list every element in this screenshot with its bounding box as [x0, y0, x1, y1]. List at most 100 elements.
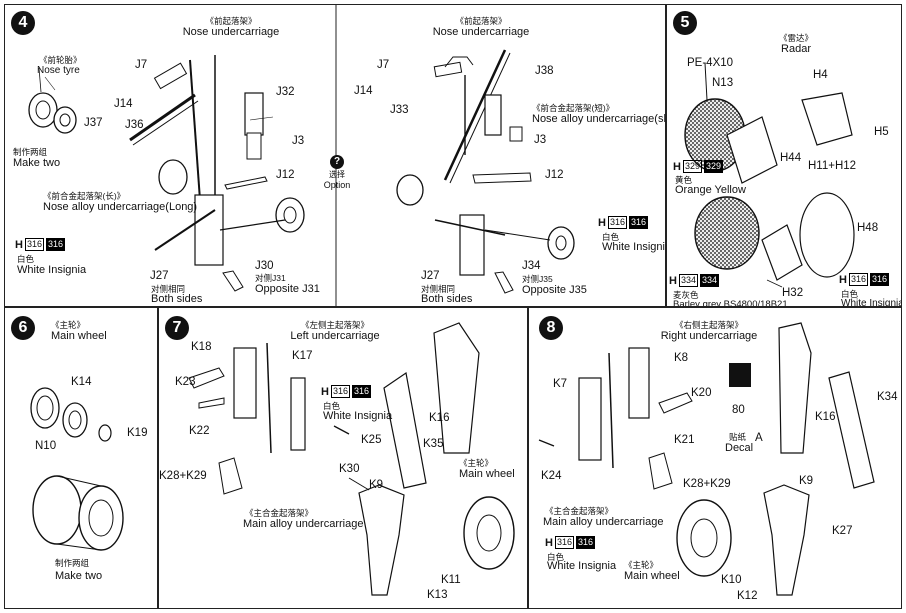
part-j27: J27: [150, 270, 169, 282]
part-j27-mid: J27: [421, 270, 440, 282]
part-j12-mid: J12: [545, 169, 564, 181]
part-k9-left: K9: [369, 479, 384, 491]
mid-title-en: Nose undercarriage: [432, 26, 530, 38]
alloy-long-en: Nose alloy undercarriage(Long): [43, 201, 198, 213]
paint-white-en-mid: White Insignia: [602, 241, 666, 253]
opposite-j35-en: Opposite J35: [522, 284, 587, 296]
step-6-badge: 6: [11, 316, 35, 340]
step-8-title-cn: 《右侧主起落架》: [674, 320, 744, 330]
part-n13: N13: [712, 77, 734, 89]
step-7-main-wheel-cn: 《主轮》: [459, 458, 494, 468]
part-k28-k29-right: K28+K29: [683, 478, 731, 490]
step-6-make-two-cn: 制作两组: [55, 558, 90, 568]
part-k9-right: K9: [799, 475, 814, 487]
alloy-long-cn: 《前合金起落架(长)》: [43, 191, 126, 201]
part-j36: J36: [125, 119, 144, 131]
paint-white-cn-step8: 白色: [547, 552, 565, 562]
step-7-title-en: Left undercarriage: [290, 330, 380, 342]
option-label-en: Option: [323, 180, 351, 190]
part-j3-mid: J3: [534, 134, 547, 146]
part-k22: K22: [189, 425, 210, 437]
part-k14: K14: [71, 376, 92, 388]
part-k16-left: K16: [429, 412, 450, 424]
nose-tyre-label-cn: 《前轮胎》: [39, 55, 82, 65]
alloy-short-cn: 《前合金起落架(短)》: [532, 103, 615, 113]
opposite-j31-en: Opposite J31: [255, 283, 320, 295]
paint-white-cn-step7: 白色: [323, 401, 341, 411]
panel-step-5: 5 《雷达》 Radar PE-4X10 N13 H4 H5 H44 H11+H…: [666, 4, 902, 307]
part-k35: K35: [423, 438, 444, 450]
step-4-badge: 4: [11, 11, 35, 35]
step-7-title-cn: 《左侧主起落架》: [300, 320, 370, 330]
alloy-short-en: Nose alloy undercarriage(short): [532, 113, 665, 125]
opposite-j35-cn: 对侧J35: [522, 274, 553, 284]
paint-white-cn-mid: 白色: [602, 232, 620, 242]
part-j37: J37: [84, 117, 103, 129]
question-icon: ?: [330, 155, 344, 169]
panel-step-7: 7 《左侧主起落架》 Left undercarriage K18 K17 K2…: [158, 307, 528, 609]
paint-white-en-step4: White Insignia: [17, 264, 87, 276]
part-k21: K21: [674, 434, 695, 446]
paint-white-en-step5: White Insignia: [841, 298, 902, 307]
panel-step-4: 4 《前起落架》 Nose undercarriage 《前轮胎》 Nose t…: [4, 4, 666, 307]
step-5-title-cn: 《雷达》: [778, 33, 814, 43]
step-7-alloy-en: Main alloy undercarriage: [243, 518, 364, 530]
step-6-title-cn: 《主轮》: [51, 320, 86, 330]
part-k7: K7: [553, 378, 568, 390]
part-k10: K10: [721, 574, 742, 586]
step-7-alloy-cn: 《主合金起落架》: [245, 508, 314, 518]
paint-yellow-en: Orange Yellow: [675, 184, 746, 196]
step-7-badge: 7: [165, 316, 189, 340]
both-sides-en: Both sides: [151, 293, 203, 305]
part-j32: J32: [276, 86, 295, 98]
part-h48: H48: [857, 222, 879, 234]
part-h5: H5: [874, 126, 889, 138]
part-k19: K19: [127, 427, 148, 439]
paint-white-cn-step5: 白色: [841, 289, 859, 299]
part-h32: H32: [782, 287, 804, 299]
part-k18: K18: [191, 341, 212, 353]
part-k25: K25: [361, 434, 382, 446]
part-j38: J38: [535, 65, 554, 77]
part-h11-h12: H11+H12: [808, 160, 857, 172]
panel-step-6: 6 《主轮》 Main wheel K14 K19 N10 制作两组 Make …: [4, 307, 158, 609]
option-marker: ? 选择 Option: [317, 155, 357, 191]
part-k28-k29-left: K28+K29: [159, 470, 207, 482]
part-k30: K30: [339, 463, 360, 475]
decal-label-en: Decal: [725, 442, 754, 454]
step-6-make-two-en: Make two: [55, 570, 103, 582]
decal-sheet-letter: A: [755, 432, 763, 444]
part-k13: K13: [427, 589, 448, 601]
decal-label-cn: 贴纸: [729, 432, 747, 442]
main-wheel-illustration: [30, 387, 124, 551]
part-j33: J33: [390, 104, 409, 116]
part-k23: K23: [175, 376, 196, 388]
mid-title-cn: 《前起落架》: [455, 16, 507, 26]
decal-number: 80: [732, 404, 745, 416]
step-5-title-en: Radar: [781, 43, 811, 55]
part-j14: J14: [114, 98, 133, 110]
both-sides-mid-cn: 对侧相同: [421, 284, 456, 294]
part-k20: K20: [691, 387, 712, 399]
paint-yellow-cn: 黄色: [675, 175, 693, 185]
part-j7: J7: [135, 59, 148, 71]
part-j30: J30: [255, 260, 274, 272]
part-k17: K17: [292, 350, 313, 362]
make-two-en: Make two: [13, 157, 61, 169]
part-j34: J34: [522, 260, 541, 272]
paint-white-cn-step4: 白色: [17, 254, 35, 264]
paint-grey-cn: 麦灰色: [673, 290, 699, 300]
step-4-title-en: Nose undercarriage: [182, 26, 280, 38]
part-n10: N10: [35, 440, 57, 452]
step-8-title-en: Right undercarriage: [660, 330, 758, 342]
radar-illustration: [684, 62, 855, 288]
step-8-main-wheel-en: Main wheel: [624, 570, 680, 582]
step-5-badge: 5: [673, 11, 697, 35]
part-j7-mid: J7: [377, 59, 390, 71]
